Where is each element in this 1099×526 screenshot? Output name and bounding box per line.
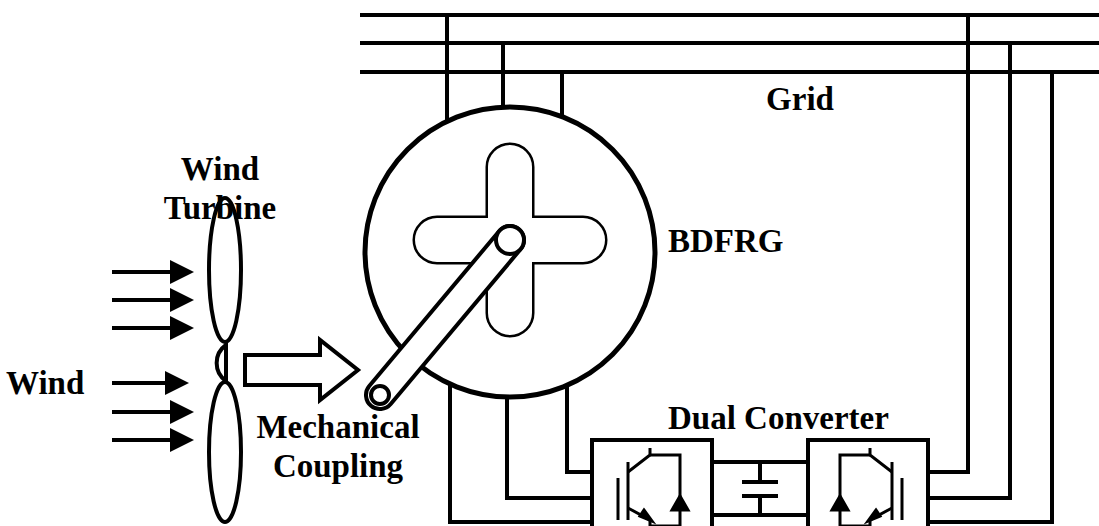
generator-stator (365, 107, 655, 397)
shaft (371, 226, 524, 404)
grid-bus (360, 15, 1099, 72)
grid-label: Grid (745, 80, 855, 119)
wind-label: Wind (6, 364, 84, 403)
turbine (209, 198, 241, 522)
dc-link-capacitor (712, 462, 808, 515)
coupling-label: Mechanical Coupling (238, 408, 438, 486)
wind-arrows (112, 272, 190, 440)
igbt-right (832, 448, 902, 526)
generator-label: BDFRG (668, 222, 784, 261)
igbt-left (618, 448, 688, 526)
converter-boxes (592, 440, 928, 526)
turbine-label: Wind Turbine (125, 150, 315, 228)
coupling-arrow (245, 340, 358, 400)
converter-label: Dual Converter (668, 399, 889, 438)
